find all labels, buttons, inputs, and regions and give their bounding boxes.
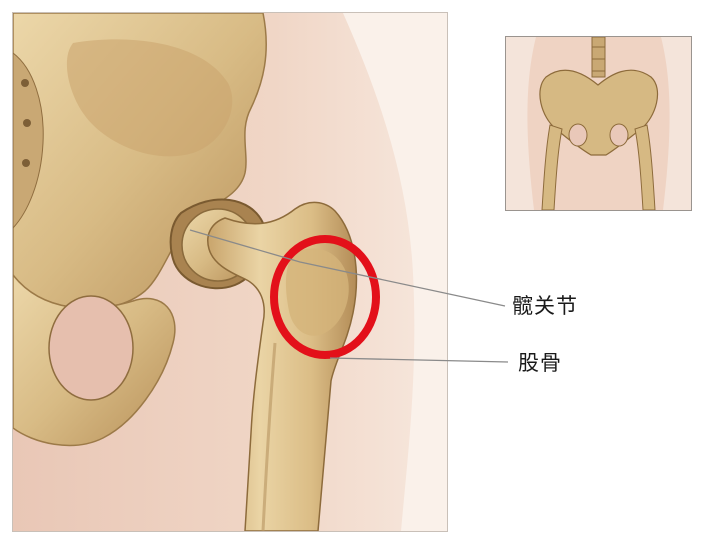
femur-leader-line [330, 358, 508, 362]
hip-joint-leader-line [190, 230, 505, 306]
femur-label: 股骨 [518, 353, 562, 374]
hip-joint-label: 髋关节 [512, 296, 578, 317]
